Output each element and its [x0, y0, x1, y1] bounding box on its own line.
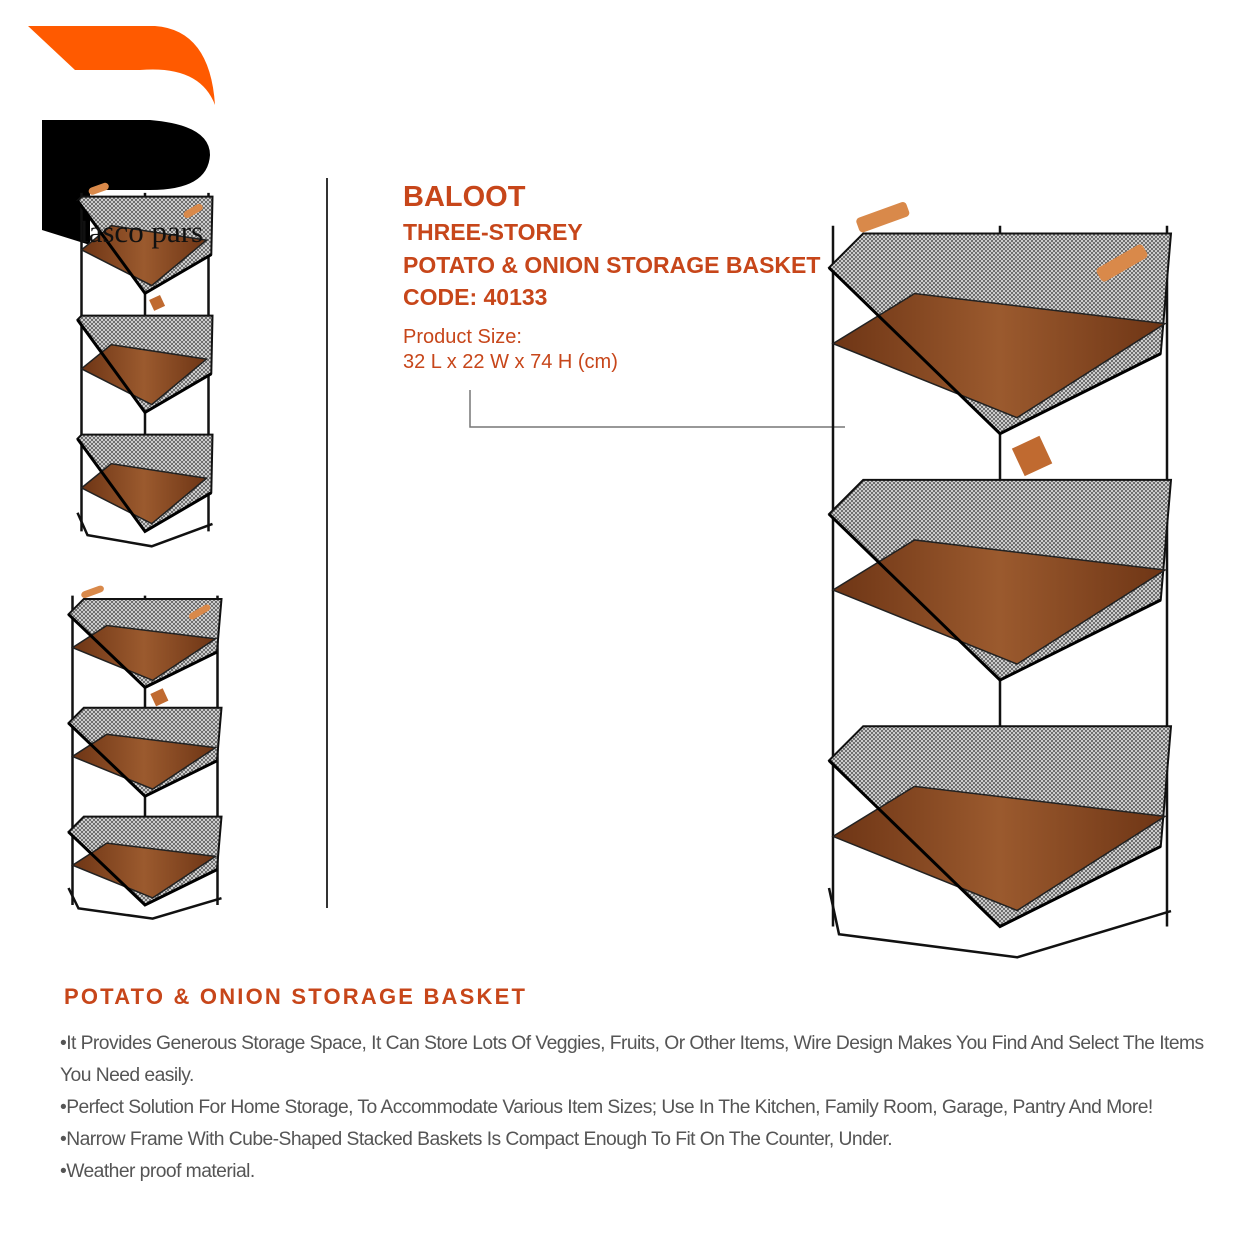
bullet-item: •Narrow Frame With Cube-Shaped Stacked B… [60, 1129, 893, 1150]
basket-rim [76, 318, 213, 415]
basket-rim [67, 722, 218, 799]
leader-line [469, 390, 845, 428]
basket-rim [827, 513, 1162, 682]
product-tag [150, 688, 169, 707]
bullet-item: •It Provides Generous Storage Space, It … [60, 1033, 1204, 1086]
basket-rim [827, 759, 1162, 929]
product-thumbnail-front [76, 182, 214, 548]
frame-base [827, 887, 1172, 959]
basket-rim [67, 830, 218, 907]
wooden-handle [1096, 244, 1148, 282]
basket-rim [67, 613, 218, 690]
wooden-handle [183, 203, 203, 218]
product-thumbnail-angle [67, 585, 223, 920]
wood-shelf [831, 785, 1168, 912]
bullet-item: •Weather proof material. [60, 1161, 255, 1182]
frame-base [67, 887, 222, 920]
wooden-handle [856, 201, 910, 233]
brand-name: BALOOT [403, 181, 526, 213]
logo-black-p [42, 120, 210, 245]
logo-orange-swoosh [28, 26, 215, 105]
product-size-value: 32 L x 22 W x 74 H (cm) [403, 351, 618, 373]
divider-line [326, 178, 328, 908]
wood-shelf [831, 539, 1168, 665]
basket-rim [76, 437, 213, 534]
wooden-handle [88, 182, 109, 195]
product-tag [149, 294, 166, 311]
product-main-image [827, 201, 1173, 959]
brand-logo [28, 26, 215, 245]
product-line-2: POTATO & ONION STORAGE BASKET [403, 252, 821, 278]
wooden-handle [188, 604, 211, 620]
basket-rim [76, 199, 213, 296]
product-size-label: Product Size: [403, 326, 522, 348]
logo-text: lasco pars [80, 214, 204, 249]
description-bullets: •It Provides Generous Storage Space, It … [60, 1028, 1210, 1188]
product-tag [1011, 435, 1053, 477]
wooden-handle [81, 585, 104, 598]
bullet-item: •Perfect Solution For Home Storage, To A… [60, 1097, 1153, 1118]
product-code: CODE: 40133 [403, 284, 548, 310]
frame-base [76, 512, 213, 548]
product-line-1: THREE-STOREY [403, 219, 583, 245]
basket-rim [827, 266, 1162, 436]
description-heading: POTATO & ONION STORAGE BASKET [64, 984, 528, 1009]
wood-shelf [831, 292, 1168, 419]
